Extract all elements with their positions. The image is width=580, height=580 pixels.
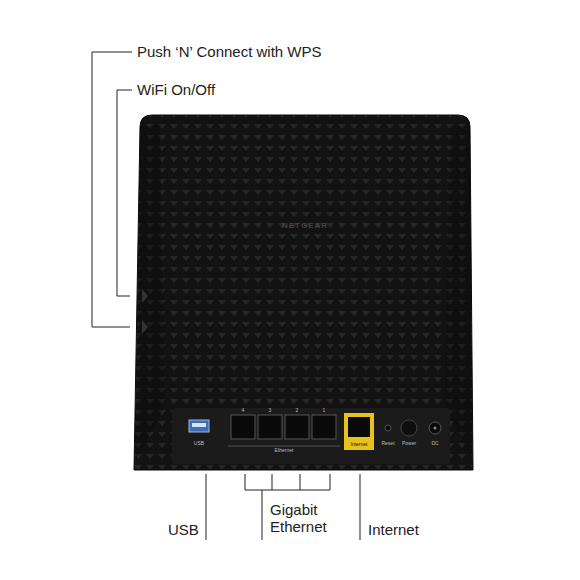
port-number: 2 [296,408,299,414]
port-label: Power [402,441,416,447]
callout-label: Push ‘N’ Connect with WPS [137,43,322,60]
port-label: Ethernet [275,448,294,454]
callout-label: WiFi On/Off [137,81,215,98]
callout-label: Internet [368,521,419,538]
port-number: 3 [269,408,272,414]
port-label: USB [194,441,204,447]
port-number: 4 [242,408,245,414]
port-label: DC [431,441,438,447]
brand-logo: NETGEAR [282,221,328,230]
port-label: Internet [351,442,368,448]
callout-label: Gigabit Ethernet [270,501,350,536]
callout-label: USB [168,521,199,538]
port-label: Reset [381,441,394,447]
port-number: 1 [323,408,326,414]
